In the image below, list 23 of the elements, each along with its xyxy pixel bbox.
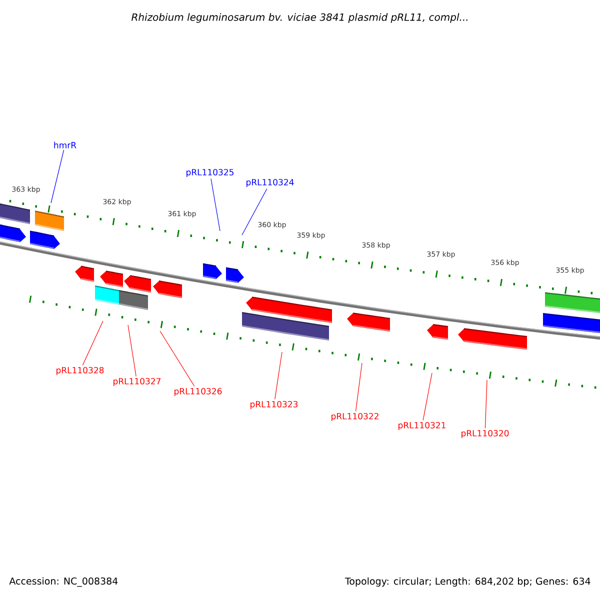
gene-label: hmrR — [54, 142, 76, 148]
gene-label: pRL110327 — [114, 378, 161, 386]
gene-label: pRL110321 — [398, 422, 446, 430]
gene-label: pRL110326 — [174, 388, 222, 396]
leader-line — [210, 178, 220, 232]
gene-label: pRL110320 — [462, 430, 509, 438]
footer-text: Topology: circular; Length: 684,202 bp; Genes: 634 — [344, 577, 590, 587]
gene-label: pRL110323 — [250, 400, 298, 410]
leader-line — [274, 352, 282, 400]
leader-line — [484, 380, 488, 429]
gene-label: pRL110322 — [332, 412, 378, 422]
gene-label: pRL110324 — [246, 178, 294, 188]
leader-line — [355, 362, 362, 412]
leader-line — [422, 372, 432, 421]
leader-line — [160, 330, 195, 387]
title: Rhizobium leguminosarum bv. viciae 3841 plasmid pRL11, compl... — [132, 13, 468, 23]
gene-label: pRL110328 — [56, 366, 104, 376]
footer-text: Accession: NC_008384 — [9, 577, 118, 587]
leader-line — [128, 324, 136, 377]
leader-line — [242, 188, 268, 236]
leader-line — [82, 320, 104, 366]
leader-line — [50, 150, 64, 204]
gene-label: pRL110325 — [186, 168, 234, 178]
